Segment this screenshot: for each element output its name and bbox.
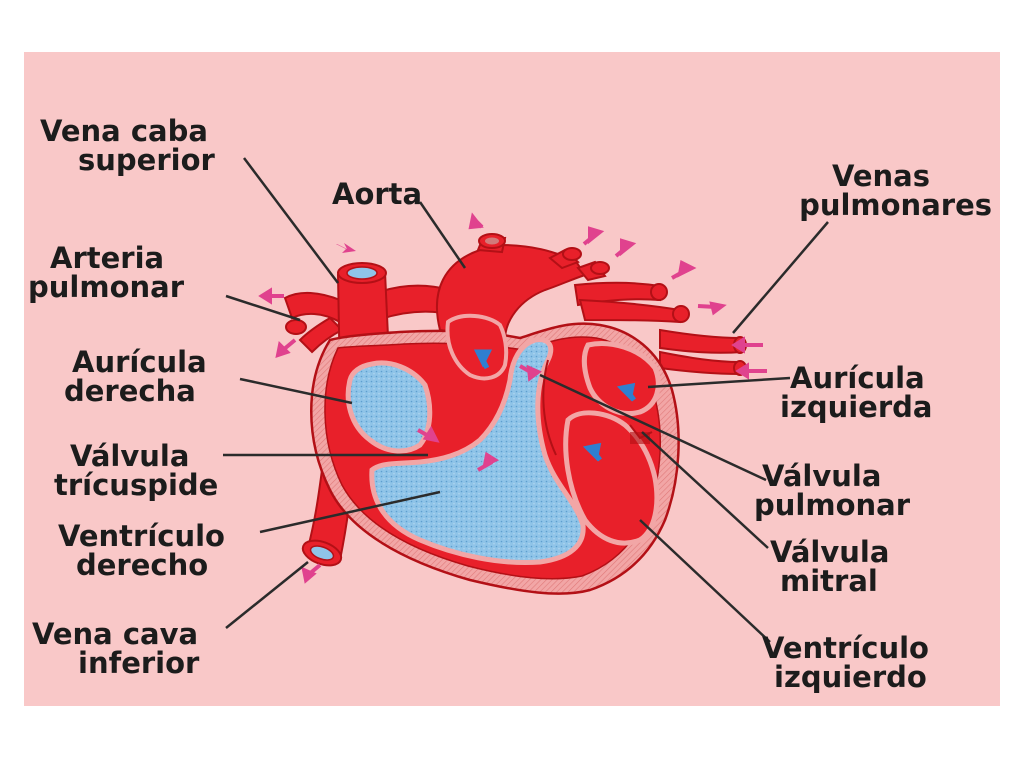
leader-line (225, 294, 301, 322)
label-line: izquierda (780, 390, 933, 424)
blue-flow-arrow-icon (582, 442, 602, 462)
label-line: Válvula (70, 439, 190, 473)
label-line: Ventrículo (58, 519, 225, 553)
label-line: pulmonar (28, 270, 185, 304)
label-auricula-derecha: Aurícula derecha (64, 345, 207, 406)
pink-flow-arrow-icon (582, 226, 605, 246)
label-arteria-pulmonar: Arteria pulmonar (28, 241, 184, 302)
pink-flow-arrow-icon (477, 451, 500, 472)
label-line: Venas (831, 159, 930, 193)
label-line: Válvula (762, 459, 882, 493)
label-valvula-tricuspide: Válvula trícuspide (54, 439, 218, 500)
label-ventriculo-izquierdo: Ventrículo izquierdo (762, 634, 929, 692)
pink-flow-arrow-icon (735, 362, 767, 380)
blue-flow-arrow-icon (616, 382, 636, 402)
leader-line (639, 519, 771, 643)
blue-flow-arrow-icon (473, 349, 493, 370)
label-ventriculo-derecho: Ventrículo derecho (58, 522, 225, 580)
pink-flow-arrow-icon (258, 287, 284, 305)
label-line: Aurícula (790, 361, 925, 395)
label-line: mitral (780, 564, 878, 598)
leader-line (732, 221, 829, 334)
label-line: Aurícula (72, 345, 207, 379)
label-line: trícuspide (54, 468, 219, 502)
label-line: Válvula (770, 535, 890, 569)
label-line: Vena cava (32, 617, 199, 651)
label-line: Aorta (332, 177, 423, 211)
pink-flow-arrow-icon (275, 338, 297, 358)
label-vena-cava-superior: Vena caba superior (40, 117, 215, 175)
leader-line (539, 373, 767, 482)
pink-flow-arrow-icon (671, 260, 697, 280)
leader-line (243, 157, 339, 284)
leader-lines (223, 157, 829, 643)
label-vena-cava-inferior: Vena cava inferior (32, 620, 199, 678)
pink-flow-arrow-icon (301, 563, 322, 584)
pink-flow-arrow-icon (697, 301, 727, 316)
leader-line (239, 377, 353, 405)
label-line: Arteria (50, 241, 165, 275)
label-line: Vena caba (40, 114, 208, 148)
label-valvula-pulmonar: Válvula pulmonar (754, 459, 910, 520)
label-auricula-izquierda: Aurícula izquierda (780, 361, 932, 422)
pink-flow-arrow-icon (336, 243, 356, 253)
pink-flow-arrow-icon (731, 336, 763, 354)
label-line: inferior (78, 646, 200, 680)
label-line: izquierdo (774, 660, 927, 694)
label-line: pulmonar (754, 488, 911, 522)
label-line: derecha (64, 374, 196, 408)
pink-flow-arrow-icon (614, 238, 637, 258)
label-line: derecho (76, 548, 209, 582)
label-valvula-mitral: Válvula mitral (770, 538, 889, 596)
pink-flow-arrow-icon (468, 212, 484, 230)
leader-line (641, 431, 769, 549)
leader-line (647, 376, 791, 389)
pink-flow-arrow-icon (519, 364, 542, 382)
label-line: superior (78, 143, 215, 177)
label-line: Ventrículo (762, 631, 929, 665)
label-venas-pulmonares: Venas pulmonares (740, 162, 992, 220)
pulmonary-veins (659, 328, 747, 376)
flow-arrows (258, 212, 767, 584)
leader-line (225, 561, 309, 629)
label-aorta: Aorta (332, 180, 422, 209)
pink-flow-arrow-icon (417, 425, 440, 443)
label-line: pulmonares (799, 188, 992, 222)
leader-line (259, 490, 441, 534)
leader-line (418, 201, 467, 269)
